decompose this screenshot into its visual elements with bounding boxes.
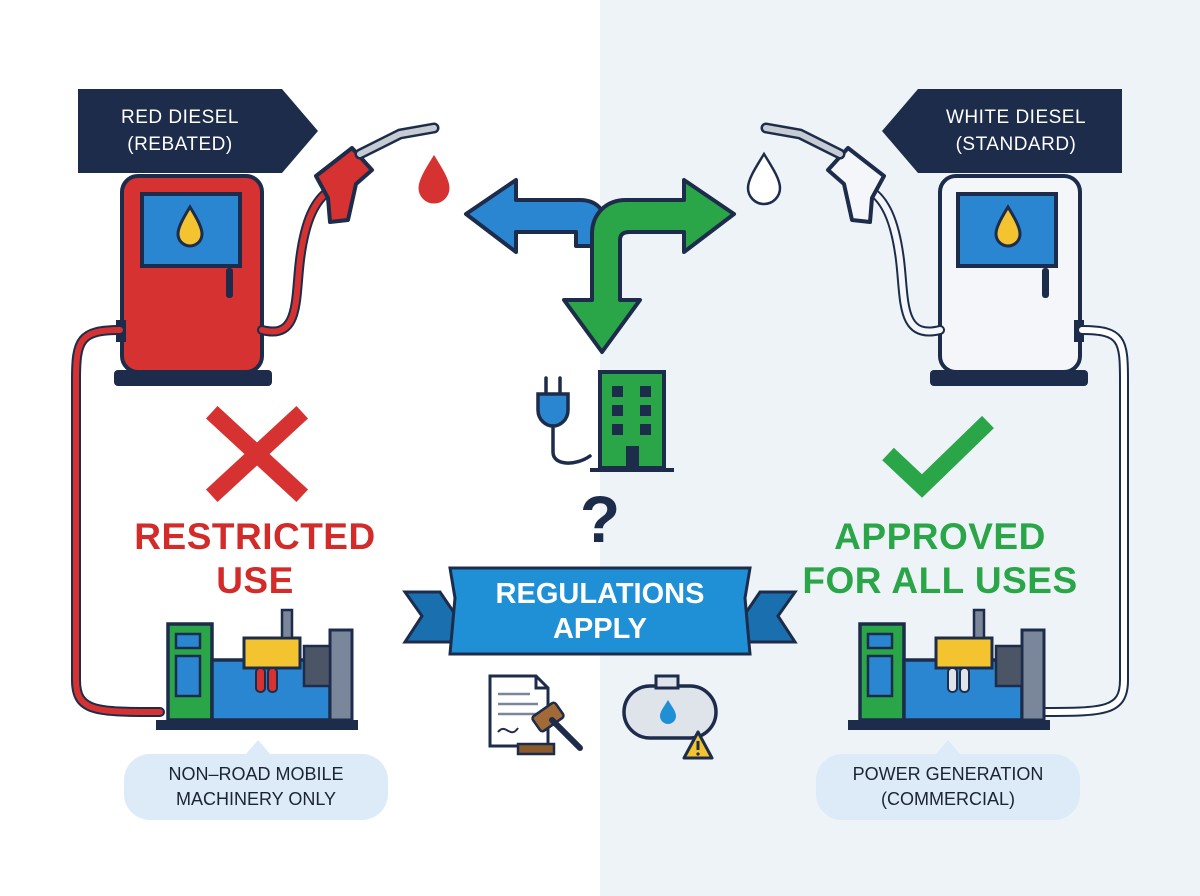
non-road-machinery-pill: NON–ROAD MOBILE MACHINERY ONLY bbox=[124, 754, 388, 820]
red-diesel-tag-line2: (REBATED) bbox=[127, 134, 233, 155]
red-diesel-tag: RED DIESEL (REBATED) bbox=[76, 89, 284, 173]
plug-icon bbox=[536, 376, 592, 465]
right-pill-pointer bbox=[936, 740, 960, 754]
white-diesel-tag-line2: (STANDARD) bbox=[955, 134, 1077, 155]
checkmark-icon bbox=[882, 415, 994, 498]
approved-line2: FOR ALL USES bbox=[802, 560, 1078, 601]
regulations-banner-text: REGULATIONS APPLY bbox=[462, 577, 738, 647]
building-icon bbox=[590, 370, 674, 472]
white-fuel-pump-icon bbox=[930, 174, 1088, 386]
approved-label: APPROVED FOR ALL USES bbox=[790, 515, 1090, 603]
restricted-use-label: RESTRICTED USE bbox=[120, 515, 390, 603]
fuel-tank-icon bbox=[622, 674, 718, 740]
right-pill-line2: (COMMERCIAL) bbox=[881, 789, 1015, 809]
gavel-icon bbox=[516, 701, 583, 756]
restricted-use-line1: RESTRICTED bbox=[134, 516, 376, 557]
red-diesel-tag-line1: RED DIESEL bbox=[121, 107, 239, 128]
red-fuel-pump-icon bbox=[114, 174, 272, 386]
right-generator-icon bbox=[848, 608, 1050, 730]
white-diesel-tag: WHITE DIESEL (STANDARD) bbox=[912, 89, 1120, 173]
white-diesel-tag-shape bbox=[882, 89, 1122, 173]
right-pill-line1: POWER GENERATION bbox=[852, 764, 1044, 784]
white-fuel-nozzle-icon bbox=[760, 122, 886, 224]
warning-icon bbox=[682, 730, 714, 760]
white-diesel-tag-line1: WHITE DIESEL bbox=[945, 107, 1087, 128]
banner-line1: REGULATIONS bbox=[495, 578, 705, 610]
left-generator-icon bbox=[156, 608, 358, 730]
regulations-banner bbox=[402, 566, 798, 656]
left-pill-line2: MACHINERY ONLY bbox=[175, 789, 337, 809]
red-fuel-nozzle-icon bbox=[314, 122, 440, 224]
approved-line1: APPROVED bbox=[834, 516, 1046, 557]
power-generation-pill: POWER GENERATION (COMMERCIAL) bbox=[816, 754, 1080, 820]
white-fuel-drop-icon bbox=[746, 151, 782, 206]
red-fuel-drop-icon bbox=[417, 153, 451, 205]
left-pill-line1: NON–ROAD MOBILE bbox=[168, 764, 344, 784]
question-mark: ? bbox=[579, 482, 621, 556]
red-diesel-tag-shape bbox=[78, 89, 318, 173]
split-arrow-icon bbox=[464, 178, 736, 354]
restricted-use-line2: USE bbox=[216, 560, 294, 601]
banner-line2: APPLY bbox=[552, 613, 648, 645]
left-pill-pointer bbox=[246, 740, 270, 754]
cross-icon bbox=[205, 405, 309, 503]
